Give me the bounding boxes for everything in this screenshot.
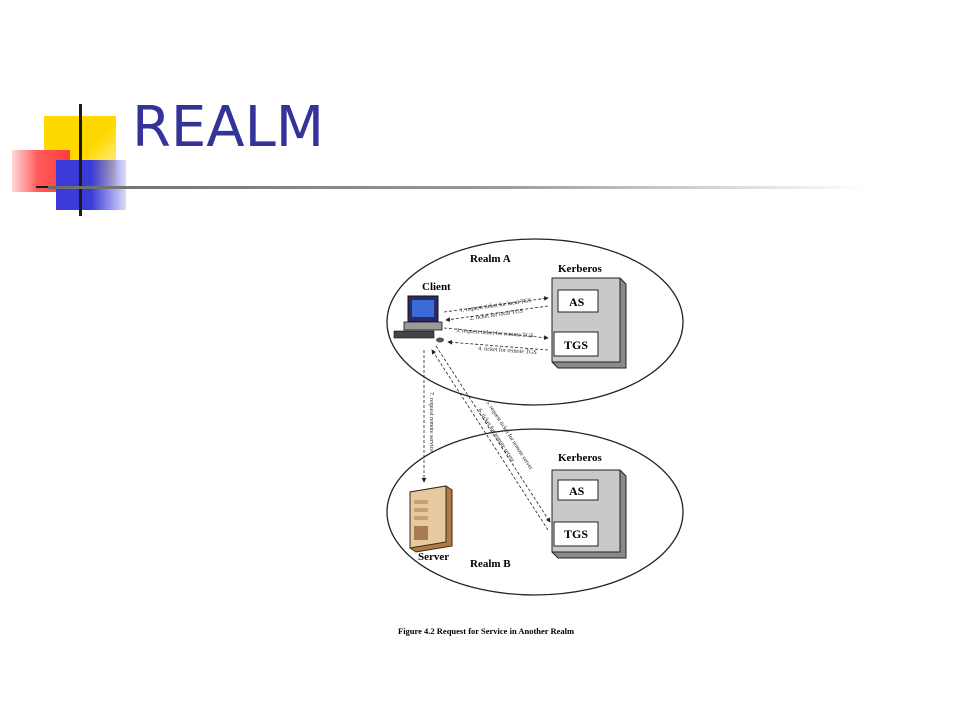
title-decoration-blue-square	[56, 160, 126, 210]
step-7-label: 7. request remote service	[428, 392, 434, 452]
as-a-label: AS	[569, 295, 585, 309]
realm-a-label: Realm A	[470, 253, 511, 265]
server-tower-icon	[409, 485, 453, 553]
tgs-a-label: TGS	[564, 338, 588, 352]
realm-b-label: Realm B	[470, 558, 511, 570]
kerberos-a-server-block	[551, 277, 627, 369]
as-a-box	[557, 289, 599, 313]
title-underline-rule	[48, 186, 868, 189]
arrow-step-3	[443, 327, 549, 341]
kerberos-a-label: Kerberos	[558, 263, 603, 275]
arrow-step-1	[443, 296, 549, 313]
tgs-a-box	[553, 331, 599, 357]
slide-title: REALM	[132, 95, 325, 160]
arrow-step-6	[431, 349, 549, 531]
as-b-label: AS	[569, 484, 585, 498]
arrow-step-4	[447, 339, 549, 351]
title-decoration-vertical-line	[79, 104, 82, 216]
as-b-box	[557, 479, 599, 501]
kerberos-b-label: Kerberos	[558, 452, 603, 464]
figure-caption: Figure 4.2 Request for Service in Anothe…	[398, 626, 574, 636]
step-4-label: 4. ticket for remote TGS	[478, 345, 537, 356]
tgs-b-box	[553, 521, 599, 547]
kerberos-b-server-block	[551, 469, 627, 559]
client-computer-icon	[393, 295, 444, 343]
arrow-step-2	[445, 305, 549, 322]
server-label: Server	[418, 551, 449, 563]
client-label: Client	[422, 281, 451, 293]
tgs-b-label: TGS	[564, 527, 588, 541]
